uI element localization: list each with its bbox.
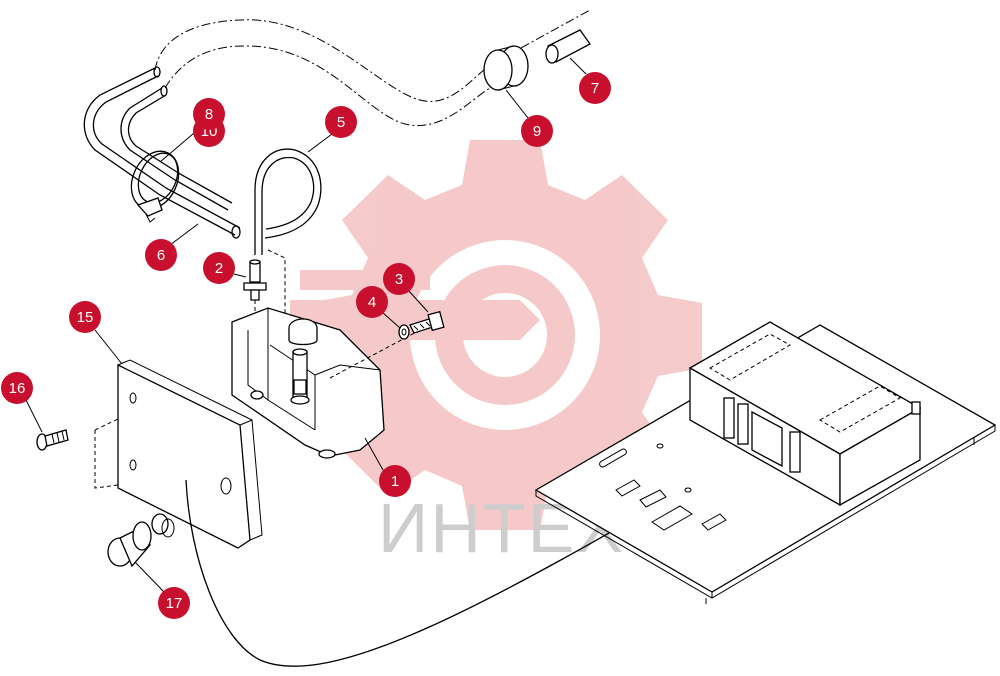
part-4-washer: [398, 324, 410, 340]
callout-8-circle: [193, 98, 225, 130]
leader-9: [505, 89, 529, 119]
leader-4: [381, 311, 401, 329]
callout-16-label: 16: [9, 380, 26, 397]
base-plate-assembly: [534, 321, 997, 604]
callout-16-circle: [1, 372, 33, 404]
part-9-grommet: [483, 45, 529, 91]
callout-6-circle: [145, 239, 177, 271]
part-1-reservoir: [231, 307, 421, 459]
callout-2-label: 2: [215, 260, 223, 277]
leader-16: [25, 399, 43, 433]
leader-2: [233, 273, 247, 278]
part-17-button: [107, 513, 175, 568]
callout-8[interactable]: 8: [193, 98, 225, 130]
callout-2[interactable]: 2: [203, 252, 235, 284]
tubing-routing-path: [154, 9, 591, 127]
callout-17-label: 17: [166, 595, 183, 612]
part-3-screw: [409, 310, 445, 334]
leader-lines: [25, 57, 587, 594]
leader-15: [94, 329, 123, 365]
callout-9[interactable]: 9: [521, 115, 553, 147]
callout-3-label: 3: [395, 271, 403, 288]
callout-7-circle: [579, 72, 611, 104]
callout-5[interactable]: 5: [325, 106, 357, 138]
part-6-tubes: [83, 66, 241, 239]
callout-7-label: 7: [591, 80, 599, 97]
part-16-screw: [36, 429, 69, 451]
part-7-plug: [545, 29, 591, 64]
leader-6: [169, 223, 199, 246]
callout-1-label: 1: [391, 473, 399, 490]
leader-1: [364, 437, 384, 471]
callout-5-circle: [325, 106, 357, 138]
part-8-clamp: [130, 150, 180, 223]
callout-1[interactable]: 1: [379, 465, 411, 497]
callout-3[interactable]: 3: [383, 263, 415, 295]
callout-15-label: 15: [77, 309, 94, 326]
callout-3-circle: [383, 263, 415, 295]
callout-16[interactable]: 16: [1, 372, 33, 404]
callout-6-label: 6: [157, 247, 165, 264]
callout-8-label: 8: [205, 106, 213, 123]
callout-6[interactable]: 6: [145, 239, 177, 271]
callout-4-label: 4: [368, 294, 376, 311]
leader-3: [407, 289, 429, 313]
watermark-gear-logo: ИНТЕХ: [290, 140, 702, 567]
leader-17: [134, 561, 166, 594]
part-15-plate: [94, 359, 263, 549]
callout-4-circle: [356, 286, 388, 318]
part-5-loop-tube: [254, 148, 322, 255]
part-2-fitting: [243, 249, 286, 390]
callout-5-label: 5: [337, 114, 345, 131]
leader-7: [569, 57, 587, 75]
callout-7[interactable]: 7: [579, 72, 611, 104]
callout-17-circle: [158, 587, 190, 619]
callout-9-circle: [521, 115, 553, 147]
callout-15-circle: [69, 301, 101, 333]
leader-5: [307, 133, 333, 153]
callout-17[interactable]: 17: [158, 587, 190, 619]
callouts: 10 8 1 2 3 4 5 6: [1, 72, 611, 619]
callout-15[interactable]: 15: [69, 301, 101, 333]
callout-4[interactable]: 4: [356, 286, 388, 318]
callout-2-circle: [203, 252, 235, 284]
callout-1-circle: [379, 465, 411, 497]
callout-9-label: 9: [533, 123, 541, 140]
